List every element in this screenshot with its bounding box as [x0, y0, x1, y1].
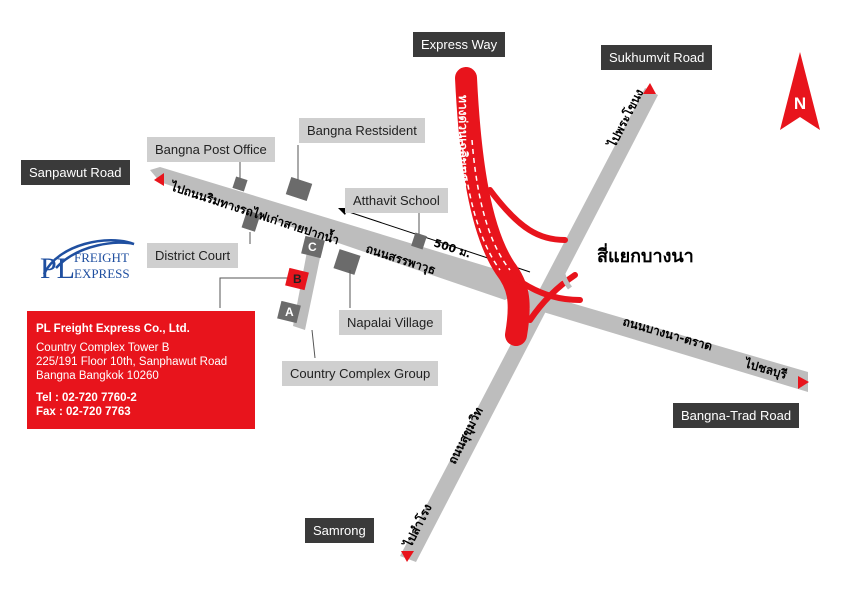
company-fax: Fax : 02-720 7763 — [36, 406, 131, 418]
label-country-complex-group: Country Complex Group — [282, 361, 439, 386]
label-sukhumvit-road: Sukhumvit Road — [601, 45, 713, 70]
intersection-label: สี่แยกบางนา — [597, 243, 694, 267]
post-office-building — [232, 176, 248, 192]
company-address: Country Complex Tower B 225/191 Floor 10… — [36, 341, 227, 383]
napalai-building — [333, 249, 361, 275]
company-name: PL Freight Express Co., Ltd. — [36, 323, 190, 335]
expressway-main — [455, 67, 530, 346]
label-express-way: Express Way — [413, 32, 506, 57]
atthavit-school-building — [411, 232, 427, 250]
district-court-building — [241, 210, 261, 232]
leader-info-box — [219, 277, 287, 308]
turn-ramp — [559, 249, 573, 290]
building-c-label: C — [308, 240, 317, 254]
label-bangna-post-office: Bangna Post Office — [147, 137, 275, 162]
road-text-sanphawut-west: ไปถนนริมทางรถไฟเก่าสายปากน้ำ — [167, 176, 342, 247]
logo-swoosh — [42, 239, 135, 275]
company-info-box: PL Freight Express Co., Ltd. Country Com… — [27, 311, 255, 429]
label-napalai-village: Napalai Village — [339, 310, 442, 335]
arrow-north-icon — [643, 83, 656, 94]
north-compass-icon: N — [780, 52, 820, 130]
expressway — [455, 67, 583, 346]
label-district-court: District Court — [147, 243, 239, 268]
road-text-expressway: ทางด่วนเฉลิมมหานคร — [456, 95, 470, 212]
leader-country-complex — [311, 329, 316, 359]
expressway-lane-marks — [461, 139, 511, 271]
arrow-west-icon — [154, 173, 164, 186]
sanphawut-road — [150, 167, 520, 300]
road-network — [150, 88, 808, 562]
arrow-east-icon — [798, 376, 809, 389]
expressway-ramp-3 — [527, 272, 578, 323]
expressway-ramp-1 — [487, 187, 568, 243]
logo-pl: PL — [40, 252, 75, 285]
company-logo: PL FREIGHT EXPRESS — [38, 234, 142, 294]
arrow-south-icon — [401, 551, 414, 562]
address-line-2: 225/191 Floor 10th, Sanphawut Road — [36, 356, 228, 368]
address-line-3: Bangna Bangkok 10260 — [36, 370, 159, 382]
address-line-1: Country Complex Tower B — [36, 342, 170, 354]
building-a-label: A — [285, 305, 294, 319]
buildings — [232, 176, 427, 324]
building-a — [277, 300, 301, 324]
building-b-label: B — [293, 272, 302, 286]
lane-mark-1 — [461, 139, 501, 271]
sukhumvit-road — [400, 88, 658, 562]
bangna-trad-road — [520, 288, 808, 392]
label-bangna-trad-road: Bangna-Trad Road — [673, 403, 800, 428]
label-atthavit-school: Atthavit School — [345, 188, 448, 213]
north-letter: N — [794, 94, 806, 113]
logo-freight: FREIGHT — [74, 250, 129, 265]
logo-express: EXPRESS — [74, 266, 130, 281]
building-b — [285, 267, 309, 291]
direction-arrows — [154, 83, 809, 562]
restsident-building — [285, 177, 313, 201]
building-c — [301, 235, 325, 259]
label-samrong: Samrong — [305, 518, 374, 543]
company-contact: Tel : 02-720 7760-2 Fax : 02-720 7763 — [36, 391, 137, 419]
leader-lines — [219, 145, 420, 359]
label-bangna-restsident: Bangna Restsident — [299, 118, 425, 143]
north-compass-shape — [780, 52, 820, 130]
label-sanpawut-road: Sanpawut Road — [21, 160, 130, 185]
company-tel: Tel : 02-720 7760-2 — [36, 392, 137, 404]
lane-mark-2 — [471, 139, 511, 271]
